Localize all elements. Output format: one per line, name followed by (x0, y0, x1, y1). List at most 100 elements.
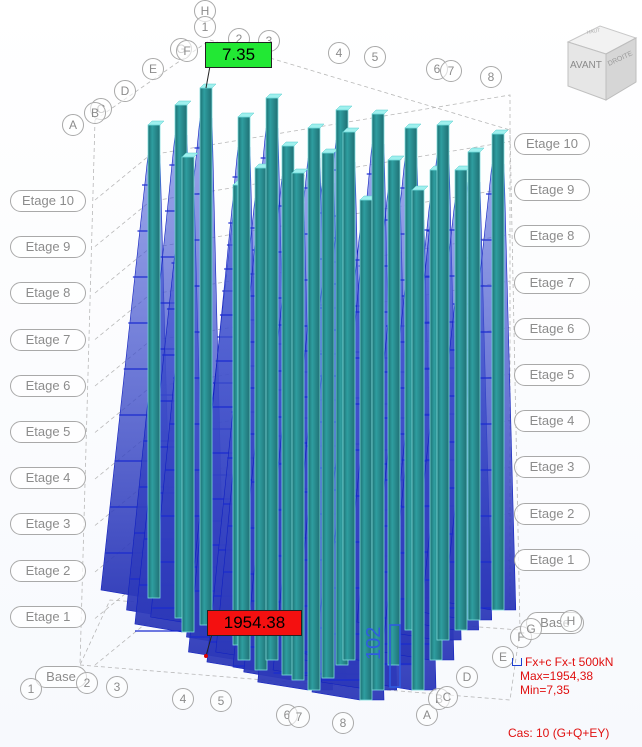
column[interactable] (387, 159, 401, 666)
column-cap (467, 147, 485, 153)
column[interactable] (411, 189, 425, 691)
column-cap (371, 109, 389, 115)
grid-axis-label: C (436, 686, 458, 708)
view-cube-top-label: HAUT (586, 28, 600, 36)
grid-axis-label: A (62, 114, 84, 136)
column[interactable] (491, 133, 505, 611)
column[interactable] (291, 172, 305, 681)
grid-axis-label: 2 (76, 672, 98, 694)
columns (147, 65, 509, 701)
column-cap (265, 93, 283, 99)
storey-label: Etage 3 (514, 456, 590, 479)
column-cap (281, 141, 299, 147)
column-cap (411, 185, 429, 191)
column[interactable] (254, 167, 268, 671)
max-point-marker (204, 654, 208, 658)
column[interactable] (454, 169, 468, 631)
min-tag-leader (205, 65, 211, 89)
grid-axis-label: 7 (288, 706, 310, 728)
storey-label: Etage 6 (514, 317, 590, 340)
grid-axis-label: 4 (328, 42, 350, 64)
storey-label: Etage 4 (514, 410, 590, 433)
column-cap (237, 112, 255, 118)
max-value-tag: 1954.38 (207, 610, 302, 636)
grid-axis-label: A (416, 704, 438, 726)
legend-min: Min=7,35 (520, 683, 570, 697)
grid-axis-label: 3 (106, 676, 128, 698)
column[interactable] (307, 127, 321, 691)
legend-max: Max=1954,38 (520, 669, 594, 683)
column[interactable] (436, 124, 450, 641)
result-legend: Fx+c Fx-t 500kN Max=1954,38 Min=7,35 (512, 655, 613, 697)
storey-label: Etage 7 (514, 271, 590, 294)
storey-label: Etage 2 (514, 502, 590, 525)
storey-label: Etage 4 (10, 467, 86, 490)
grid-axis-label: H (560, 610, 582, 632)
storey-label: Etage 5 (514, 364, 590, 386)
grid-axis-label: 1 (194, 16, 216, 38)
view-cube-front-label: AVANT (570, 60, 602, 71)
legend-title: Fx+c Fx-t 500kN (525, 655, 614, 669)
column[interactable] (237, 116, 251, 661)
column-cap (404, 123, 422, 129)
grid-axis-label: G (520, 618, 542, 640)
storey-label: Etage 7 (10, 328, 86, 351)
storey-label: Etage 1 (10, 605, 86, 628)
storey-label: Etage 3 (10, 513, 86, 536)
diagram-scale-value: 102 (363, 626, 385, 660)
column[interactable] (199, 87, 213, 626)
storey-label: Etage 8 (10, 282, 86, 305)
storey-label: Etage 10 (514, 133, 590, 155)
column-cap (181, 152, 199, 158)
column[interactable] (467, 151, 481, 621)
storey-label: Etage 9 (514, 179, 590, 202)
column[interactable] (265, 97, 279, 661)
grid-axis-label: 7 (440, 60, 462, 82)
grid-axis-line (94, 39, 211, 121)
column-cap (307, 123, 325, 129)
legend-swatch-icon (512, 658, 522, 666)
column-cap (199, 83, 217, 89)
storey-outline (94, 94, 511, 201)
column[interactable] (181, 156, 195, 633)
grid-axis-label: E (492, 646, 514, 668)
grid-axis-line (509, 129, 521, 631)
load-case-label: Cas: 10 (G+Q+EY) (508, 726, 610, 740)
min-value-tag: 7.35 (205, 42, 272, 68)
column[interactable] (359, 199, 373, 701)
column[interactable] (147, 124, 161, 599)
view-cube-right-face[interactable] (605, 37, 637, 101)
column[interactable] (342, 131, 356, 661)
grid-axis-label: 4 (172, 688, 194, 710)
grid-axis-label: E (142, 58, 164, 80)
column[interactable] (371, 113, 385, 691)
storey-label: Etage 2 (10, 559, 86, 582)
grid-axis-label: 8 (332, 712, 354, 734)
view-cube[interactable]: HAUT AVANT DROITE (560, 20, 640, 110)
column[interactable] (321, 152, 335, 679)
grid-axis-label: B (84, 102, 106, 124)
storey-label: Etage 9 (10, 236, 86, 259)
grid-axis-label: D (114, 80, 136, 102)
grid-axis-label: 5 (364, 46, 386, 68)
grid-axis-label: 5 (210, 690, 232, 712)
max-tag-leader (205, 633, 213, 657)
column-cap (147, 120, 165, 126)
column-cap (436, 120, 454, 126)
storey-label: Etage 8 (514, 225, 590, 248)
grid-axis-label: F (176, 40, 198, 62)
grid-axis-label: 1 (20, 678, 42, 700)
grid-axis-label: 8 (480, 66, 502, 88)
grid-axis-label: D (456, 666, 478, 688)
column-cap (174, 100, 192, 106)
column-cap (335, 105, 353, 111)
column-cap (491, 129, 509, 135)
column-cap (387, 155, 405, 161)
column-cap (342, 127, 360, 133)
diagram-scale-bar (389, 624, 401, 688)
storey-label: Etage 10 (10, 190, 86, 212)
storey-label: Base (35, 666, 87, 688)
storey-label: Etage 5 (10, 421, 86, 443)
